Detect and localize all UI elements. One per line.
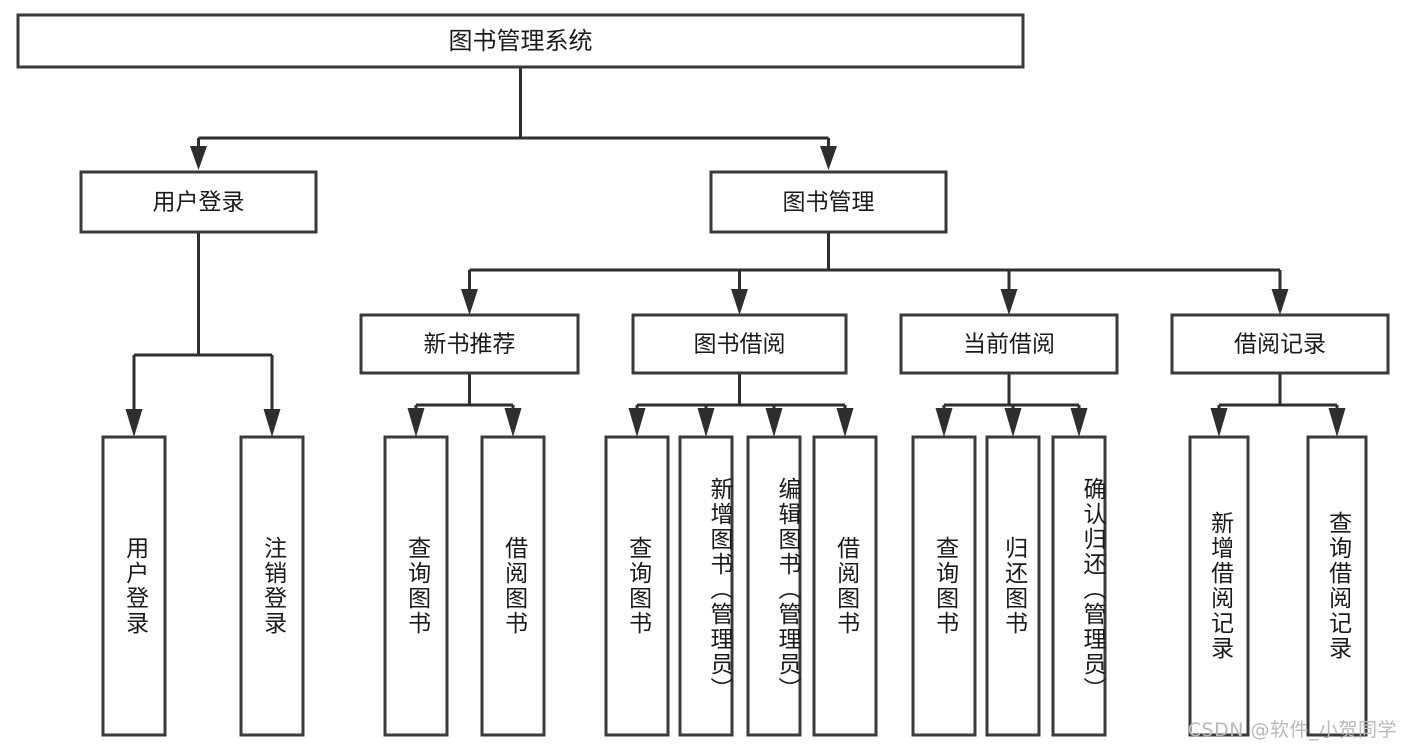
leaf-box-borrow-book-2[interactable]	[812, 435, 878, 737]
arrow-currentborrow-to-leaf-3	[1070, 408, 1088, 437]
arrow-borrowrecord-to-leaf-2	[1328, 408, 1346, 437]
node-book-borrow-label: 图书借阅	[694, 332, 786, 358]
arrow-bookmanage-to-current	[1000, 289, 1018, 315]
leaf-box-confirm-return[interactable]	[1051, 435, 1107, 737]
arrow-bookborrow-to-leaf-4	[836, 408, 854, 437]
node-borrow-record-box[interactable]	[1170, 313, 1390, 375]
connector-group-borrow-record	[1210, 373, 1346, 437]
leaf-box-edit-book-admin[interactable]	[746, 435, 802, 737]
node-user-login-label: 用户登录	[153, 190, 245, 216]
leaf-box-query-record[interactable]	[1306, 435, 1368, 737]
arrow-userlogin-to-leaf-2	[263, 409, 281, 437]
arrow-bookmanage-to-borrow	[731, 289, 748, 315]
arrow-bookborrow-to-leaf-2	[697, 408, 715, 437]
arrow-currentborrow-to-leaf-1	[935, 408, 953, 437]
connector-group-root	[190, 67, 837, 170]
leaf-box-logout-login[interactable]	[239, 435, 305, 737]
leaf-box-query-book-2[interactable]	[604, 435, 670, 737]
leaf-box-add-book-admin[interactable]	[678, 435, 734, 737]
node-user-login-box[interactable]	[79, 170, 318, 234]
node-book-borrow[interactable]: 图书借阅	[631, 313, 848, 375]
node-book-manage[interactable]: 图书管理	[709, 170, 948, 234]
leaf-box-query-book-1[interactable]	[383, 435, 449, 737]
arrow-bookborrow-to-leaf-3	[765, 408, 783, 437]
connector-group-book-manage	[461, 232, 1289, 315]
node-new-book-rec-label: 新书推荐	[424, 332, 516, 358]
node-root[interactable]: 图书管理系统	[16, 13, 1025, 69]
node-new-book-rec-box[interactable]	[359, 313, 580, 375]
node-book-manage-label: 图书管理	[783, 190, 875, 216]
connector-group-book-borrow	[628, 373, 854, 437]
leaf-box-add-record[interactable]	[1188, 435, 1250, 737]
arrow-root-to-book-manage	[820, 146, 837, 170]
arrow-newbook-to-leaf-2	[504, 408, 522, 437]
node-current-borrow[interactable]: 当前借阅	[899, 313, 1119, 375]
arrow-bookmanage-to-new-book	[461, 289, 478, 315]
leaf-box-borrow-book-1[interactable]	[480, 435, 546, 737]
node-book-manage-box[interactable]	[709, 170, 948, 234]
leaf-box-group	[101, 435, 1368, 737]
node-current-borrow-label: 当前借阅	[963, 332, 1055, 358]
connector-group-new-book-rec	[407, 373, 522, 437]
node-user-login[interactable]: 用户登录	[79, 170, 318, 234]
arrow-borrowrecord-to-leaf-1	[1210, 408, 1228, 437]
node-book-borrow-box[interactable]	[631, 313, 848, 375]
leaf-box-query-book-3[interactable]	[911, 435, 977, 737]
arrow-newbook-to-leaf-1	[407, 408, 425, 437]
node-new-book-rec[interactable]: 新书推荐	[359, 313, 580, 375]
arrow-bookborrow-to-leaf-1	[628, 408, 646, 437]
connector-group-current-borrow	[935, 373, 1088, 437]
node-current-borrow-box[interactable]	[899, 313, 1119, 375]
connector-group-user-login	[125, 232, 281, 437]
node-borrow-record-label: 借阅记录	[1234, 332, 1326, 358]
node-borrow-record[interactable]: 借阅记录	[1170, 313, 1390, 375]
arrow-currentborrow-to-leaf-2	[1004, 408, 1022, 437]
node-root-label: 图书管理系统	[449, 27, 593, 55]
csdn-watermark: CSDN @软件_小贺同学	[1187, 719, 1397, 741]
leaf-box-user-login[interactable]	[101, 435, 167, 737]
arrow-bookmanage-to-record	[1271, 289, 1289, 315]
leaf-box-return-book[interactable]	[985, 435, 1041, 737]
arrow-userlogin-to-leaf-1	[125, 409, 143, 437]
arrow-root-to-user-login	[190, 146, 207, 170]
node-root-box[interactable]	[16, 13, 1025, 69]
